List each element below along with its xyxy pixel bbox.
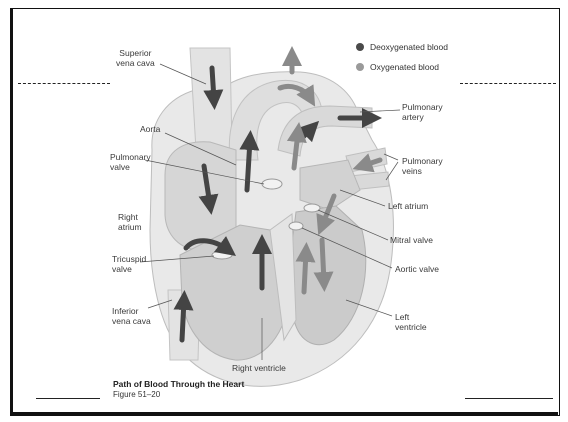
- mitral-valve-shape: [304, 204, 320, 212]
- label-mitral-valve: Mitral valve: [390, 235, 433, 245]
- flow-arrow-lv-up: [304, 252, 306, 292]
- flow-arrow-svc: [212, 68, 214, 100]
- aortic-valve-shape: [289, 222, 303, 230]
- figure-caption-title: Path of Blood Through the Heart: [113, 379, 244, 389]
- label-tricuspid-valve: Tricuspid valve: [112, 254, 146, 274]
- flow-arrow-ivc: [182, 300, 184, 340]
- legend-label-deoxygenated: Deoxygenated blood: [370, 42, 448, 52]
- pulmonary-valve-shape: [262, 179, 282, 189]
- legend-deoxygenated: Deoxygenated blood: [356, 42, 448, 52]
- label-inferior-vena-cava: Inferior vena cava: [112, 306, 151, 326]
- label-pulmonary-artery: Pulmonary artery: [402, 102, 443, 122]
- label-aortic-valve: Aortic valve: [395, 264, 439, 274]
- leader-pulmonary-veins-2: [386, 162, 398, 180]
- flow-arrow-lv-down: [322, 240, 324, 282]
- legend-label-oxygenated: Oxygenated blood: [370, 62, 439, 72]
- label-superior-vena-cava: Superior vena cava: [116, 48, 155, 68]
- legend-dot-oxygenated: [356, 63, 364, 71]
- legend-dot-deoxygenated: [356, 43, 364, 51]
- superior-vena-cava: [190, 48, 232, 150]
- label-pulmonary-veins: Pulmonary veins: [402, 156, 443, 176]
- label-right-ventricle: Right ventricle: [232, 363, 286, 373]
- label-left-atrium: Left atrium: [388, 201, 428, 211]
- label-right-atrium: Right atrium: [118, 212, 142, 232]
- legend-oxygenated: Oxygenated blood: [356, 62, 439, 72]
- label-pulmonary-valve: Pulmonary valve: [110, 152, 151, 172]
- label-left-ventricle: Left ventricle: [395, 312, 427, 332]
- figure-number: Figure 51–20: [113, 390, 160, 399]
- flow-arrow-pa-up: [247, 140, 250, 190]
- label-aorta: Aorta: [140, 124, 160, 134]
